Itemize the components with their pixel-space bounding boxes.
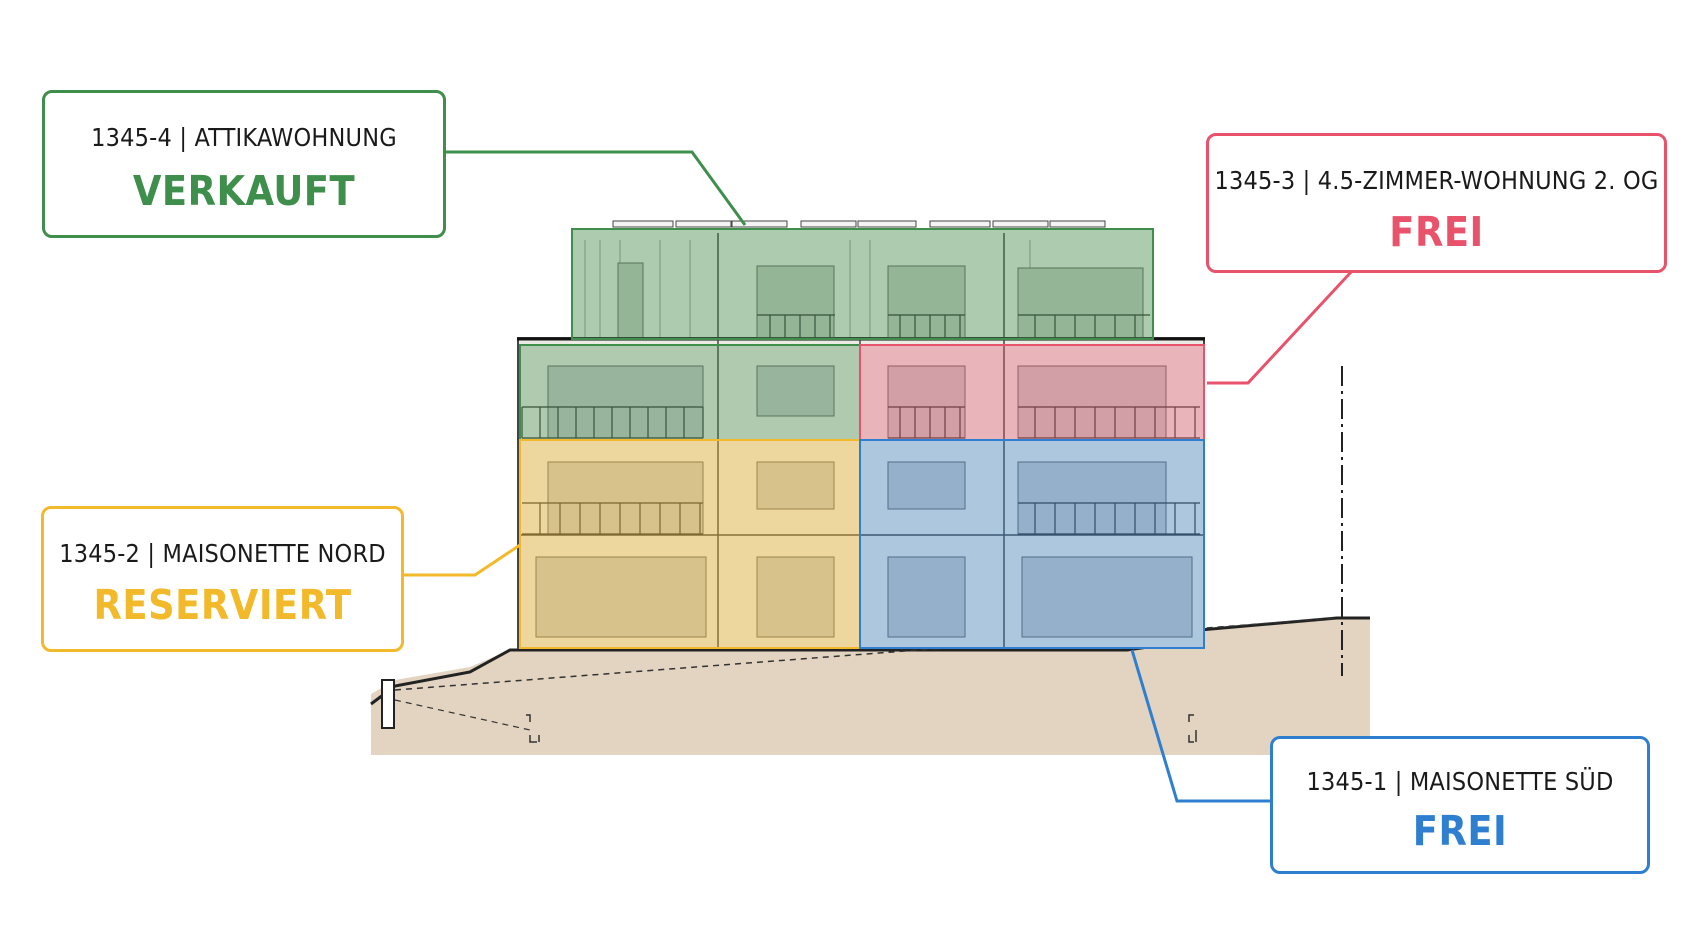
overlay-1345-1: [859, 439, 1205, 649]
status-badge: FREI: [1389, 208, 1484, 256]
leader-1345-4: [444, 150, 747, 226]
status-badge: FREI: [1412, 807, 1508, 855]
leader-1345-3: [1207, 269, 1354, 385]
status-badge: VERKAUFT: [132, 167, 356, 215]
boundary-post: [381, 679, 395, 729]
unit-label: 1345-4 | ATTIKAWOHNUNG: [91, 123, 397, 152]
unit-overlays: [519, 228, 1205, 649]
terrain-line: [370, 616, 1370, 706]
callout-1345-1[interactable]: 1345-1 | MAISONETTE SÜD FREI: [1270, 736, 1650, 874]
callout-1345-4[interactable]: 1345-4 | ATTIKAWOHNUNG VERKAUFT: [42, 90, 446, 238]
callout-1345-2[interactable]: 1345-2 | MAISONETTE NORD RESERVIERT: [41, 506, 404, 652]
leader-1345-2: [403, 543, 521, 577]
unit-label: 1345-1 | MAISONETTE SÜD: [1306, 767, 1614, 796]
overlay-1345-3: [859, 344, 1205, 441]
status-badge: RESERVIERT: [93, 581, 352, 629]
unit-label: 1345-3 | 4.5-ZIMMER-WOHNUNG 2. OG: [1214, 166, 1659, 195]
callout-1345-3[interactable]: 1345-3 | 4.5-ZIMMER-WOHNUNG 2. OG FREI: [1206, 133, 1667, 273]
terrain-dashed-line: [394, 617, 1338, 691]
leader-1345-1: [1130, 649, 1272, 803]
overlay-1345-2: [519, 439, 861, 649]
terrain: [371, 618, 1370, 755]
overlay-1345-4: [519, 228, 1154, 441]
unit-label: 1345-2 | MAISONETTE NORD: [59, 539, 386, 568]
foundation-markers: [526, 714, 1197, 743]
